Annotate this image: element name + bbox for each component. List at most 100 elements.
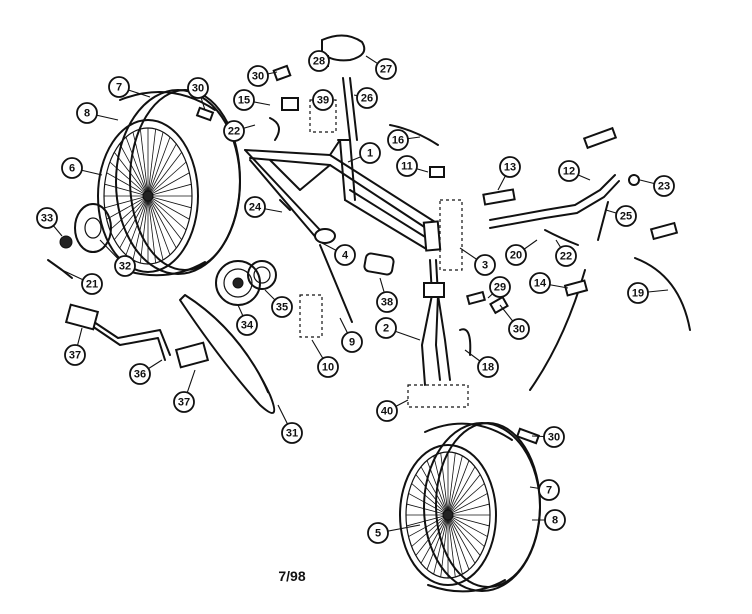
callout-circle bbox=[341, 331, 363, 353]
callout-circle bbox=[36, 207, 58, 229]
callout-number: 13 bbox=[504, 162, 516, 174]
spoke bbox=[119, 143, 149, 197]
spoke bbox=[132, 132, 149, 197]
spoke bbox=[119, 195, 149, 249]
callout-8: 8 bbox=[544, 509, 566, 531]
spoke bbox=[147, 195, 171, 256]
spoke bbox=[447, 474, 481, 516]
spoke bbox=[147, 143, 177, 197]
callout-circle bbox=[173, 391, 195, 413]
chain bbox=[179, 294, 276, 414]
callout-27: 27 bbox=[375, 58, 397, 80]
callout-6: 6 bbox=[61, 157, 83, 179]
callout-circle bbox=[489, 276, 511, 298]
spoke bbox=[147, 195, 187, 231]
callout-circle bbox=[396, 155, 418, 177]
callout-circle bbox=[387, 129, 409, 151]
callout-16: 16 bbox=[387, 129, 409, 151]
spoke bbox=[147, 183, 192, 197]
callout-number: 30 bbox=[192, 83, 204, 95]
callout-number: 30 bbox=[548, 432, 560, 444]
callout-circle bbox=[81, 273, 103, 295]
spoke bbox=[113, 152, 149, 197]
spoke bbox=[106, 172, 149, 197]
spoke bbox=[139, 128, 149, 197]
callout-circle bbox=[108, 76, 130, 98]
callout-circle bbox=[236, 314, 258, 336]
spoke bbox=[447, 466, 476, 516]
callout-circle bbox=[114, 255, 136, 277]
callout-number: 7 bbox=[116, 82, 122, 94]
spoke bbox=[408, 493, 449, 516]
callout-35: 35 bbox=[271, 296, 293, 318]
callout-number: 39 bbox=[317, 95, 329, 107]
spoke bbox=[147, 195, 190, 220]
callout-number: 35 bbox=[276, 302, 288, 314]
revision-code: 7/98 bbox=[278, 568, 306, 584]
spoke bbox=[447, 514, 488, 537]
callout-number: 6 bbox=[69, 163, 75, 175]
spoke bbox=[147, 195, 183, 240]
hub-cover bbox=[59, 203, 112, 253]
spoke bbox=[132, 195, 149, 260]
callout-30: 30 bbox=[187, 77, 209, 99]
spoke bbox=[415, 514, 449, 556]
callout-24: 24 bbox=[244, 196, 266, 218]
callout-22: 22 bbox=[555, 245, 577, 267]
callout-circle bbox=[376, 400, 398, 422]
callout-number: 9 bbox=[349, 337, 355, 349]
callout-circle bbox=[375, 58, 397, 80]
spoke bbox=[147, 161, 187, 197]
rear-wheel bbox=[97, 89, 241, 277]
callout-circle bbox=[499, 156, 521, 178]
spoke bbox=[104, 195, 149, 209]
callout-38: 38 bbox=[376, 291, 398, 313]
callout-number: 8 bbox=[84, 108, 90, 120]
callout-circle bbox=[244, 196, 266, 218]
callout-20: 20 bbox=[505, 244, 527, 266]
spoke bbox=[447, 514, 470, 570]
callout-circle bbox=[308, 50, 330, 72]
callout-7: 7 bbox=[108, 76, 130, 98]
callout-number: 25 bbox=[620, 211, 632, 223]
spoke bbox=[109, 195, 149, 231]
spoke bbox=[447, 514, 485, 547]
front-wheel-spokes bbox=[406, 452, 490, 578]
spoke bbox=[147, 195, 177, 249]
callout-circle bbox=[477, 356, 499, 378]
callout-14: 14 bbox=[529, 272, 551, 294]
callout-circle bbox=[376, 291, 398, 313]
callout-number: 4 bbox=[342, 250, 349, 262]
crank-and-pedals bbox=[64, 303, 210, 369]
callout-number: 33 bbox=[41, 213, 53, 225]
callout-number: 10 bbox=[322, 362, 334, 374]
callout-circle bbox=[233, 89, 255, 111]
spoke bbox=[104, 183, 149, 197]
callout-circle bbox=[653, 175, 675, 197]
callout-32: 32 bbox=[114, 255, 136, 277]
spoke bbox=[147, 195, 164, 260]
callout-number: 12 bbox=[563, 166, 575, 178]
callout-circle bbox=[558, 160, 580, 182]
callout-30: 30 bbox=[247, 65, 269, 87]
callout-circle bbox=[61, 157, 83, 179]
callout-circle bbox=[129, 363, 151, 385]
callout-28: 28 bbox=[308, 50, 330, 72]
spoke bbox=[447, 514, 463, 575]
callout-circle bbox=[508, 318, 530, 340]
front-wheel bbox=[399, 422, 541, 593]
spoke bbox=[411, 483, 449, 516]
callout-circle bbox=[615, 205, 637, 227]
spoke bbox=[147, 195, 192, 209]
handlebar bbox=[482, 126, 620, 229]
callout-12: 12 bbox=[558, 160, 580, 182]
callout-34: 34 bbox=[236, 314, 258, 336]
spoke bbox=[147, 128, 157, 197]
callout-number: 3 bbox=[482, 260, 488, 272]
callout-29: 29 bbox=[489, 276, 511, 298]
callout-circle bbox=[247, 65, 269, 87]
spoke bbox=[109, 161, 149, 197]
callout-circle bbox=[538, 479, 560, 501]
spoke bbox=[447, 455, 463, 516]
